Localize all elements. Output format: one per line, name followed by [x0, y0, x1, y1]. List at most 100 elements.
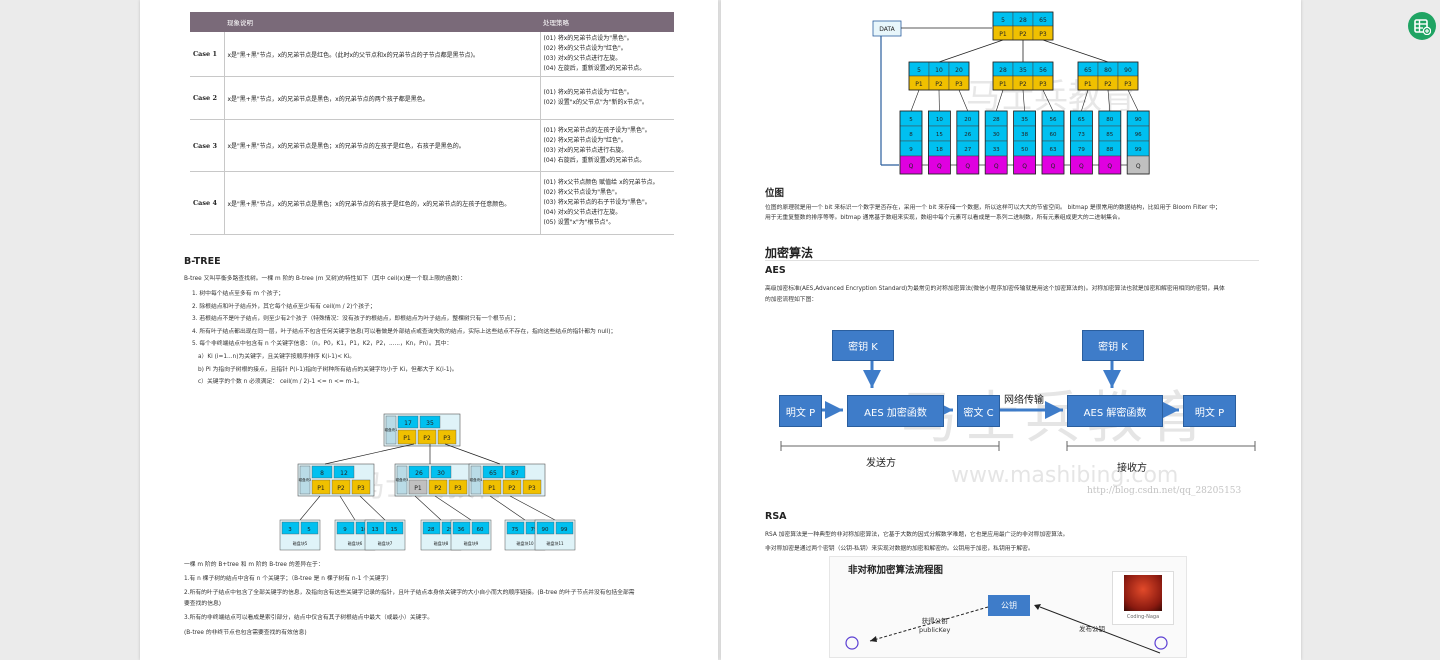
key-value: 30 — [993, 132, 1000, 138]
key-value: 3 — [288, 527, 292, 533]
key-value: 8 — [320, 470, 324, 477]
key-value: 33 — [993, 147, 1000, 153]
pointer-label: P3 — [1124, 81, 1132, 88]
key-value: 56 — [1050, 117, 1057, 123]
key-value: 35 — [426, 420, 434, 427]
case-description-cell: x是"黑+黑"节点，x的兄弟节点是红色。(此时x的父节点和x的兄弟节点的子节点都… — [224, 32, 540, 77]
key-value: 75 — [512, 527, 519, 533]
strategy-step: (04) 右旋后，重新设置x的兄弟节点。 — [544, 156, 672, 166]
pointer-label: P1 — [999, 31, 1007, 38]
key-value: 30 — [437, 470, 445, 477]
pointer-label: Q — [937, 163, 942, 170]
receiver-label: 接收方 — [1117, 459, 1147, 474]
key-value: 85 — [1106, 132, 1113, 138]
key-value: 12 — [340, 470, 348, 477]
list-subitem: c）关键字的个数 n 必须满足： ceil(m / 2)-1 <= n <= m… — [198, 376, 363, 385]
case-name-cell: Case 1 — [190, 32, 224, 77]
data-label: DATA — [879, 26, 895, 33]
key-box-sender: 密钥 K — [832, 330, 894, 361]
tree-edge — [1043, 40, 1108, 62]
case-name-cell: Case 2 — [190, 77, 224, 120]
disk-label: 磁盘块3 — [396, 477, 409, 482]
case-description-cell: x是"黑+黑"节点，x的兄弟节点是黑色，x的兄弟节点的两个孩子都是黑色。 — [224, 77, 540, 120]
key-value: 79 — [1078, 147, 1085, 153]
strategy-step: (02) 将x的父节点设为"红色"。 — [544, 44, 672, 54]
key-value: 99 — [561, 527, 568, 533]
key-value: 65 — [489, 470, 497, 477]
key-value: 65 — [1084, 67, 1092, 74]
key-value: 87 — [511, 470, 519, 477]
key-value: 90 — [542, 527, 549, 533]
case-strategy-cell: (01) 将x的兄弟节点设为"红色"。(02) 设置"x的父节点"为"新的x节点… — [540, 77, 674, 120]
btree-intro: B-tree 又叫平衡多路查找树。一棵 m 阶的 B-tree (m 叉树)的特… — [184, 273, 466, 286]
key-value: 27 — [964, 147, 971, 153]
list-item: (B-tree 的非终节点也包含需要查找的有效信息) — [184, 627, 307, 636]
key-value: 36 — [458, 527, 465, 533]
disk-label: 磁盘块4 — [470, 477, 483, 482]
list-item: 2.所有的叶子结点中包含了全部关键字的信息，及指向含有这些关键字记录的指针，且叶… — [184, 587, 635, 596]
list-item: 2. 除根结点和叶子结点外，其它每个结点至少有有 ceil(m / 2)个孩子； — [192, 301, 376, 310]
key-value: 20 — [964, 117, 971, 123]
key-value: 5 — [1001, 17, 1005, 24]
key-value: 9 — [343, 527, 347, 533]
aes-text-1: 高级加密标准(AES,Advanced Encryption Standard)… — [765, 283, 1225, 296]
strategy-step: (03) 对x的兄弟节点进行右旋。 — [544, 146, 672, 156]
tree-edge — [490, 496, 525, 520]
pointer-label: P1 — [403, 435, 411, 442]
btree-diagram: 马士兵教育磁盘块11735P1P2P3磁盘块2812P1P2P3磁盘块32630… — [140, 406, 718, 566]
aes-encrypt-box: AES 加密函数 — [847, 395, 944, 427]
key-value: 28 — [1019, 17, 1027, 24]
disk-label: 磁盘块7 — [378, 540, 393, 546]
strategy-step: (04) 左旋后，重新设置x的兄弟节点。 — [544, 64, 672, 74]
disk-label: 磁盘块9 — [464, 540, 479, 546]
table-header-cell — [190, 12, 224, 32]
bplus-compare-intro: 一棵 m 阶的 B+tree 和 m 阶的 B-tree 的差异在于： — [184, 559, 324, 572]
tree-edge — [911, 90, 919, 111]
key-value: 90 — [1135, 117, 1142, 123]
key-box-receiver: 密钥 K — [1082, 330, 1144, 361]
pointer-label: Q — [994, 163, 999, 170]
btree-heading: B-TREE — [184, 256, 221, 267]
pointer-label: P1 — [317, 485, 325, 492]
key-value: 63 — [1050, 147, 1057, 153]
plaintext-box-receiver: 明文 P — [1183, 395, 1236, 427]
key-value: 80 — [1106, 117, 1113, 123]
pointer-label: Q — [1022, 163, 1027, 170]
list-item: 5. 每个非终端结点中包含有 n 个关键字信息：（n，P0，K1，P1，K2，P… — [192, 338, 452, 347]
pointer-label: P3 — [1039, 81, 1047, 88]
tree-edge — [340, 496, 355, 520]
list-item: 1.有 n 棵子树的结点中含有 n 个关键字；（B-tree 是 n 棵子树有 … — [184, 573, 392, 582]
table-header-row: 现象说明 处理策略 — [190, 12, 674, 32]
key-value: 60 — [477, 527, 484, 533]
pointer-label: P2 — [423, 435, 431, 442]
tree-edge — [445, 444, 500, 464]
key-value: 28 — [999, 67, 1007, 74]
disk-label: 磁盘块10 — [516, 540, 534, 546]
case-strategy-cell: (01) 将x的兄弟节点设为"黑色"。(02) 将x的父节点设为"红色"。(03… — [540, 32, 674, 77]
pointer-label: P2 — [337, 485, 345, 492]
key-value: 5 — [307, 527, 311, 533]
aes-flow-diagram: 马士兵教育 www.mashibing.com http://blog.csdn… — [771, 318, 1271, 503]
pointer-label: P1 — [915, 81, 923, 88]
key-value: 38 — [1021, 132, 1028, 138]
key-value: 56 — [1039, 67, 1047, 74]
spreadsheet-plus-icon[interactable] — [1408, 12, 1436, 40]
key-value: 9 — [909, 147, 913, 153]
pointer-label: Q — [1136, 163, 1141, 170]
rsa-text-2: 非对称加密是通过两个密钥（公钥-私钥）来实现对数据的加密和解密的。公钥用于加密，… — [765, 543, 1034, 556]
rsa-text-1: RSA 加密算法是一种典型的非对称加密算法，它基于大数的因式分解数学难题，它也是… — [765, 529, 1068, 542]
key-value: 10 — [935, 67, 943, 74]
key-value: 17 — [404, 420, 412, 427]
list-subitem: a）Ki (i=1...n)为关键字，且关键字按顺序排序 K(i-1)< Ki。 — [198, 351, 355, 360]
rsa-heading: RSA — [765, 511, 787, 522]
pointer-label: P3 — [1039, 31, 1047, 38]
table-header-cell: 现象说明 — [224, 12, 540, 32]
disk-label: 磁盘块5 — [293, 540, 308, 546]
key-value: 65 — [1078, 117, 1085, 123]
key-value: 60 — [1050, 132, 1057, 138]
case-name-cell: Case 3 — [190, 120, 224, 172]
